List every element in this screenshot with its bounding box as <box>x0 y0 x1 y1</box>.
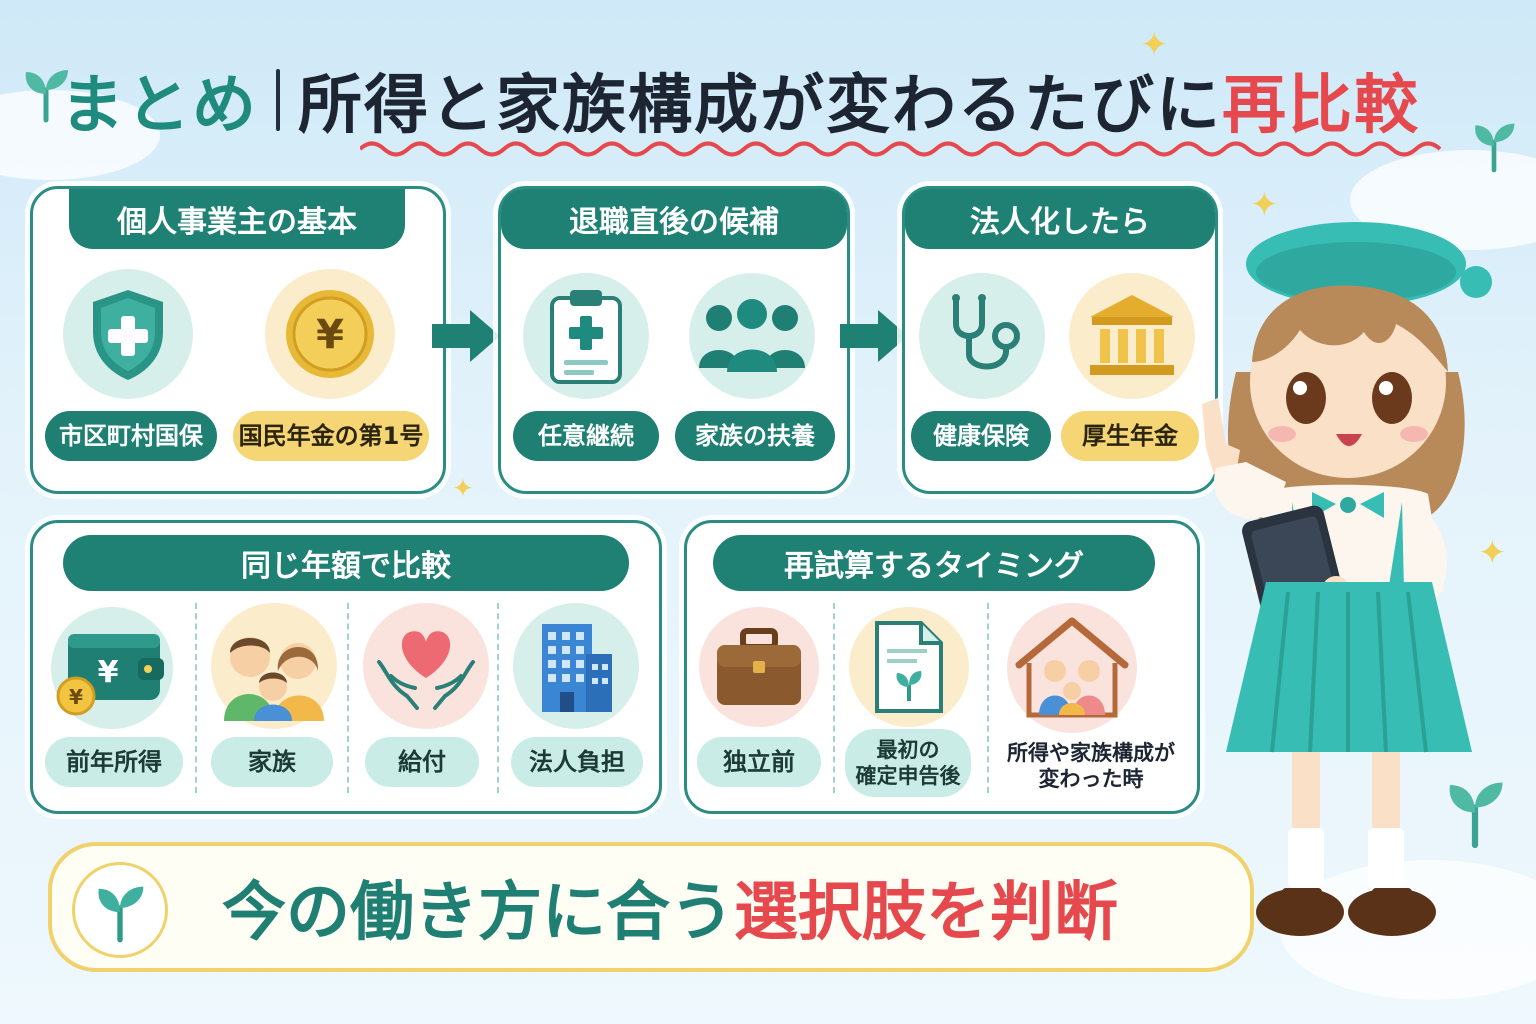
tag-when-changed: 所得や家族構成が 変わった時 <box>993 733 1189 799</box>
banner-text: 今の働き方に合う 選択肢を判断 <box>222 862 1118 952</box>
circle-bg: ¥ <box>265 269 395 399</box>
circle-bg <box>689 273 815 399</box>
panel-corp-title: 法人化したら <box>905 189 1215 249</box>
heart-hands-icon <box>377 631 475 710</box>
circle-bg: ¥ ¥ <box>51 607 173 729</box>
circle-bg <box>363 603 489 729</box>
sprout-icon <box>1449 782 1503 849</box>
arrow-right-icon <box>840 310 908 362</box>
divider <box>833 603 835 793</box>
tag-national-pension: 国民年金の第1号 <box>233 411 429 461</box>
tag-family-dependent: 家族の扶養 <box>675 411 835 461</box>
girl-pointing-character <box>1202 222 1492 936</box>
tag-health-insurance: 健康保険 <box>911 411 1051 461</box>
tag-benefits: 給付 <box>365 737 479 787</box>
svg-text:¥: ¥ <box>316 312 344 358</box>
tag-employee-pension: 厚生年金 <box>1061 411 1199 461</box>
shield-cross-icon <box>93 290 163 380</box>
tag-line: 確定申告後 <box>855 764 961 788</box>
circle-bg <box>211 603 337 729</box>
banner-text-accent: 選択肢を判断 <box>734 876 1118 950</box>
circle-bg <box>699 607 819 727</box>
circle-bg <box>523 273 649 399</box>
arrow-right-icon <box>432 310 500 362</box>
panel-compare: 同じ年額で比較 ¥ ¥ <box>30 520 662 814</box>
sparkle-icon: ✦ <box>1140 25 1169 65</box>
panel-retire-title: 退職直後の候補 <box>501 189 847 249</box>
document-sprout-icon <box>875 621 943 713</box>
svg-text:¥: ¥ <box>69 685 83 709</box>
tag-corp-burden: 法人負担 <box>511 737 643 787</box>
tag-prior-income: 前年所得 <box>45 737 183 787</box>
circle-bg <box>513 603 639 729</box>
divider <box>497 603 499 793</box>
sparkle-icon: ✦ <box>1250 185 1279 225</box>
bank-building-icon <box>1090 295 1174 375</box>
family-icon <box>224 637 324 721</box>
divider <box>195 603 197 793</box>
people-group-icon <box>699 299 805 372</box>
tag-line: 所得や家族構成が <box>1007 740 1175 765</box>
circle-bg <box>849 607 969 727</box>
title-divider <box>276 69 280 131</box>
title-body: 所得と家族構成が変わるたびに <box>298 69 1222 143</box>
sparkle-icon: ✦ <box>452 474 474 504</box>
banner-text-main: 今の働き方に合う <box>222 876 734 950</box>
title-accent: 再比較 <box>1222 69 1420 143</box>
divider <box>347 603 349 793</box>
clipboard-cross-icon <box>550 290 622 384</box>
tag-before-independence: 独立前 <box>697 737 821 787</box>
svg-text:¥: ¥ <box>98 655 119 690</box>
sprout-icon <box>25 70 68 123</box>
circle-bg <box>63 269 193 399</box>
title-lead: まとめ <box>60 69 258 143</box>
wavy-underline <box>360 141 1442 157</box>
stethoscope-icon <box>952 294 1020 370</box>
briefcase-icon <box>717 628 801 705</box>
sprout-icon <box>98 886 144 943</box>
sparkle-icon: ✦ <box>1478 533 1507 573</box>
circle-bg <box>1007 603 1137 733</box>
circle-bg <box>72 862 168 958</box>
wallet-yen-icon: ¥ ¥ <box>56 634 164 716</box>
panel-timing-title: 再試算するタイミング <box>713 535 1155 591</box>
panel-timing: 再試算するタイミング <box>684 520 1200 814</box>
panel-retire: 退職直後の候補 任意継続 家族の扶養 <box>498 186 850 494</box>
panel-basic-title: 個人事業主の基本 <box>69 189 405 249</box>
tag-line: 最初の <box>876 737 940 762</box>
sprout-icon <box>1475 123 1515 173</box>
panel-basic: 個人事業主の基本 ¥ 市区町村国保 国民年金の第1号 <box>30 186 446 494</box>
office-building-icon <box>542 624 612 712</box>
page-title: まとめ 所得と家族構成が変わるたびに 再比較 <box>60 50 1420 150</box>
tag-voluntary-continuation: 任意継続 <box>513 411 659 461</box>
yen-coin-icon: ¥ <box>286 290 374 378</box>
tag-family: 家族 <box>211 737 333 787</box>
panel-corp: 法人化したら 健康保険 厚生年金 <box>902 186 1218 494</box>
circle-bg <box>919 273 1045 399</box>
tag-national-health: 市区町村国保 <box>45 411 217 461</box>
panel-compare-title: 同じ年額で比較 <box>63 535 629 591</box>
conclusion-banner: 今の働き方に合う 選択肢を判断 <box>48 842 1254 972</box>
house-family-icon <box>1015 617 1129 718</box>
tag-line: 変わった時 <box>1038 767 1144 791</box>
divider <box>987 603 989 793</box>
tag-after-first-return: 最初の 確定申告後 <box>845 729 971 797</box>
circle-bg <box>1069 273 1195 399</box>
